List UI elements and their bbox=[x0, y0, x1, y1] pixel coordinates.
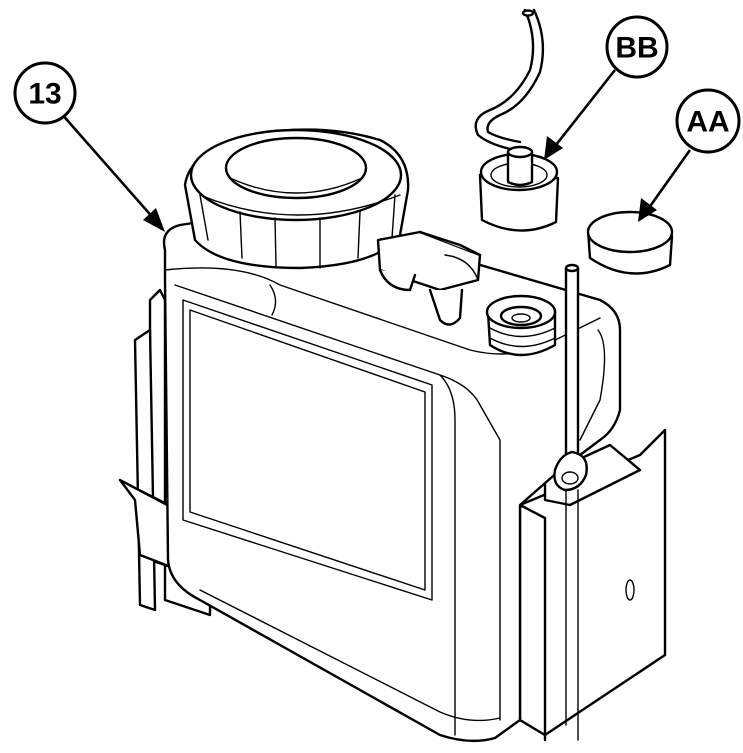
fill-cap bbox=[183, 128, 410, 270]
callout-aa-label: AA bbox=[686, 106, 729, 139]
callout-aa: AA bbox=[638, 88, 741, 222]
callout-13: 13 bbox=[13, 61, 165, 232]
threaded-neck bbox=[485, 294, 557, 357]
breather-block bbox=[376, 230, 482, 326]
callout-13-label: 13 bbox=[28, 78, 61, 111]
plug-cap bbox=[586, 210, 674, 275]
hose-fitting bbox=[474, 8, 560, 232]
callout-bb: BB bbox=[544, 15, 669, 160]
dip-tube bbox=[553, 263, 588, 741]
callout-bb-label: BB bbox=[615, 32, 658, 65]
